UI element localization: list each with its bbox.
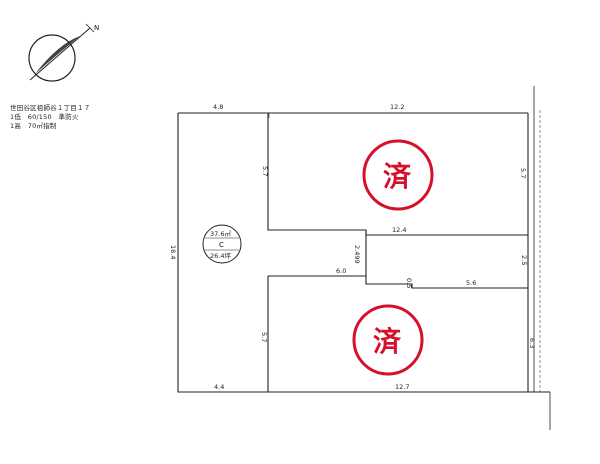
sold-stamp-upper-text: 済 [383,160,412,193]
dim-bottom-right: 12.7 [395,383,409,391]
sold-stamp-lower: 済 [352,304,424,376]
compass-label: N [94,24,99,32]
dim-left-side: 18.4 [169,245,177,259]
dim-lower-lot-left: 5.7 [260,332,268,342]
lot-c-area: 37.6㎡ [210,229,231,238]
north-compass-icon: N [28,23,99,82]
lot-c-label: C [219,241,224,249]
sold-stamp-lower-text: 済 [373,325,402,358]
dim-lower-lot-top: 6.0 [336,267,346,275]
lot-c-marker: 37.6㎡ C 26.4坪 [202,224,242,264]
dim-bottom-left: 4.4 [214,383,224,391]
dimension-ticks [267,113,270,392]
lot-c-tsubo: 26.4坪 [210,252,231,260]
dim-notch-width: 5.6 [466,279,476,287]
dim-lower-lot-right: 6.3 [528,338,536,348]
dim-upper-lot-left: 5.7 [261,166,269,176]
dim-top-left: 4.8 [213,103,223,111]
dim-top-right: 12.2 [390,103,404,111]
dim-upper-lot-right: 5.7 [519,168,527,178]
height-district-line: 1高 70㎡指制 [10,122,57,130]
lot-boundaries [177,86,551,430]
sold-stamp-upper: 済 [362,139,434,211]
dim-notch-height: 0.5 [405,278,413,288]
dim-right-middle: 2.5 [520,255,528,265]
address-line: 世田谷区祖師谷１丁目１７ [10,104,91,112]
zoning-line: 1低 60/150 準防火 [10,113,79,121]
dim-passage-width: 2.499 [353,245,361,264]
dim-upper-lot-bottom: 12.4 [392,226,406,234]
